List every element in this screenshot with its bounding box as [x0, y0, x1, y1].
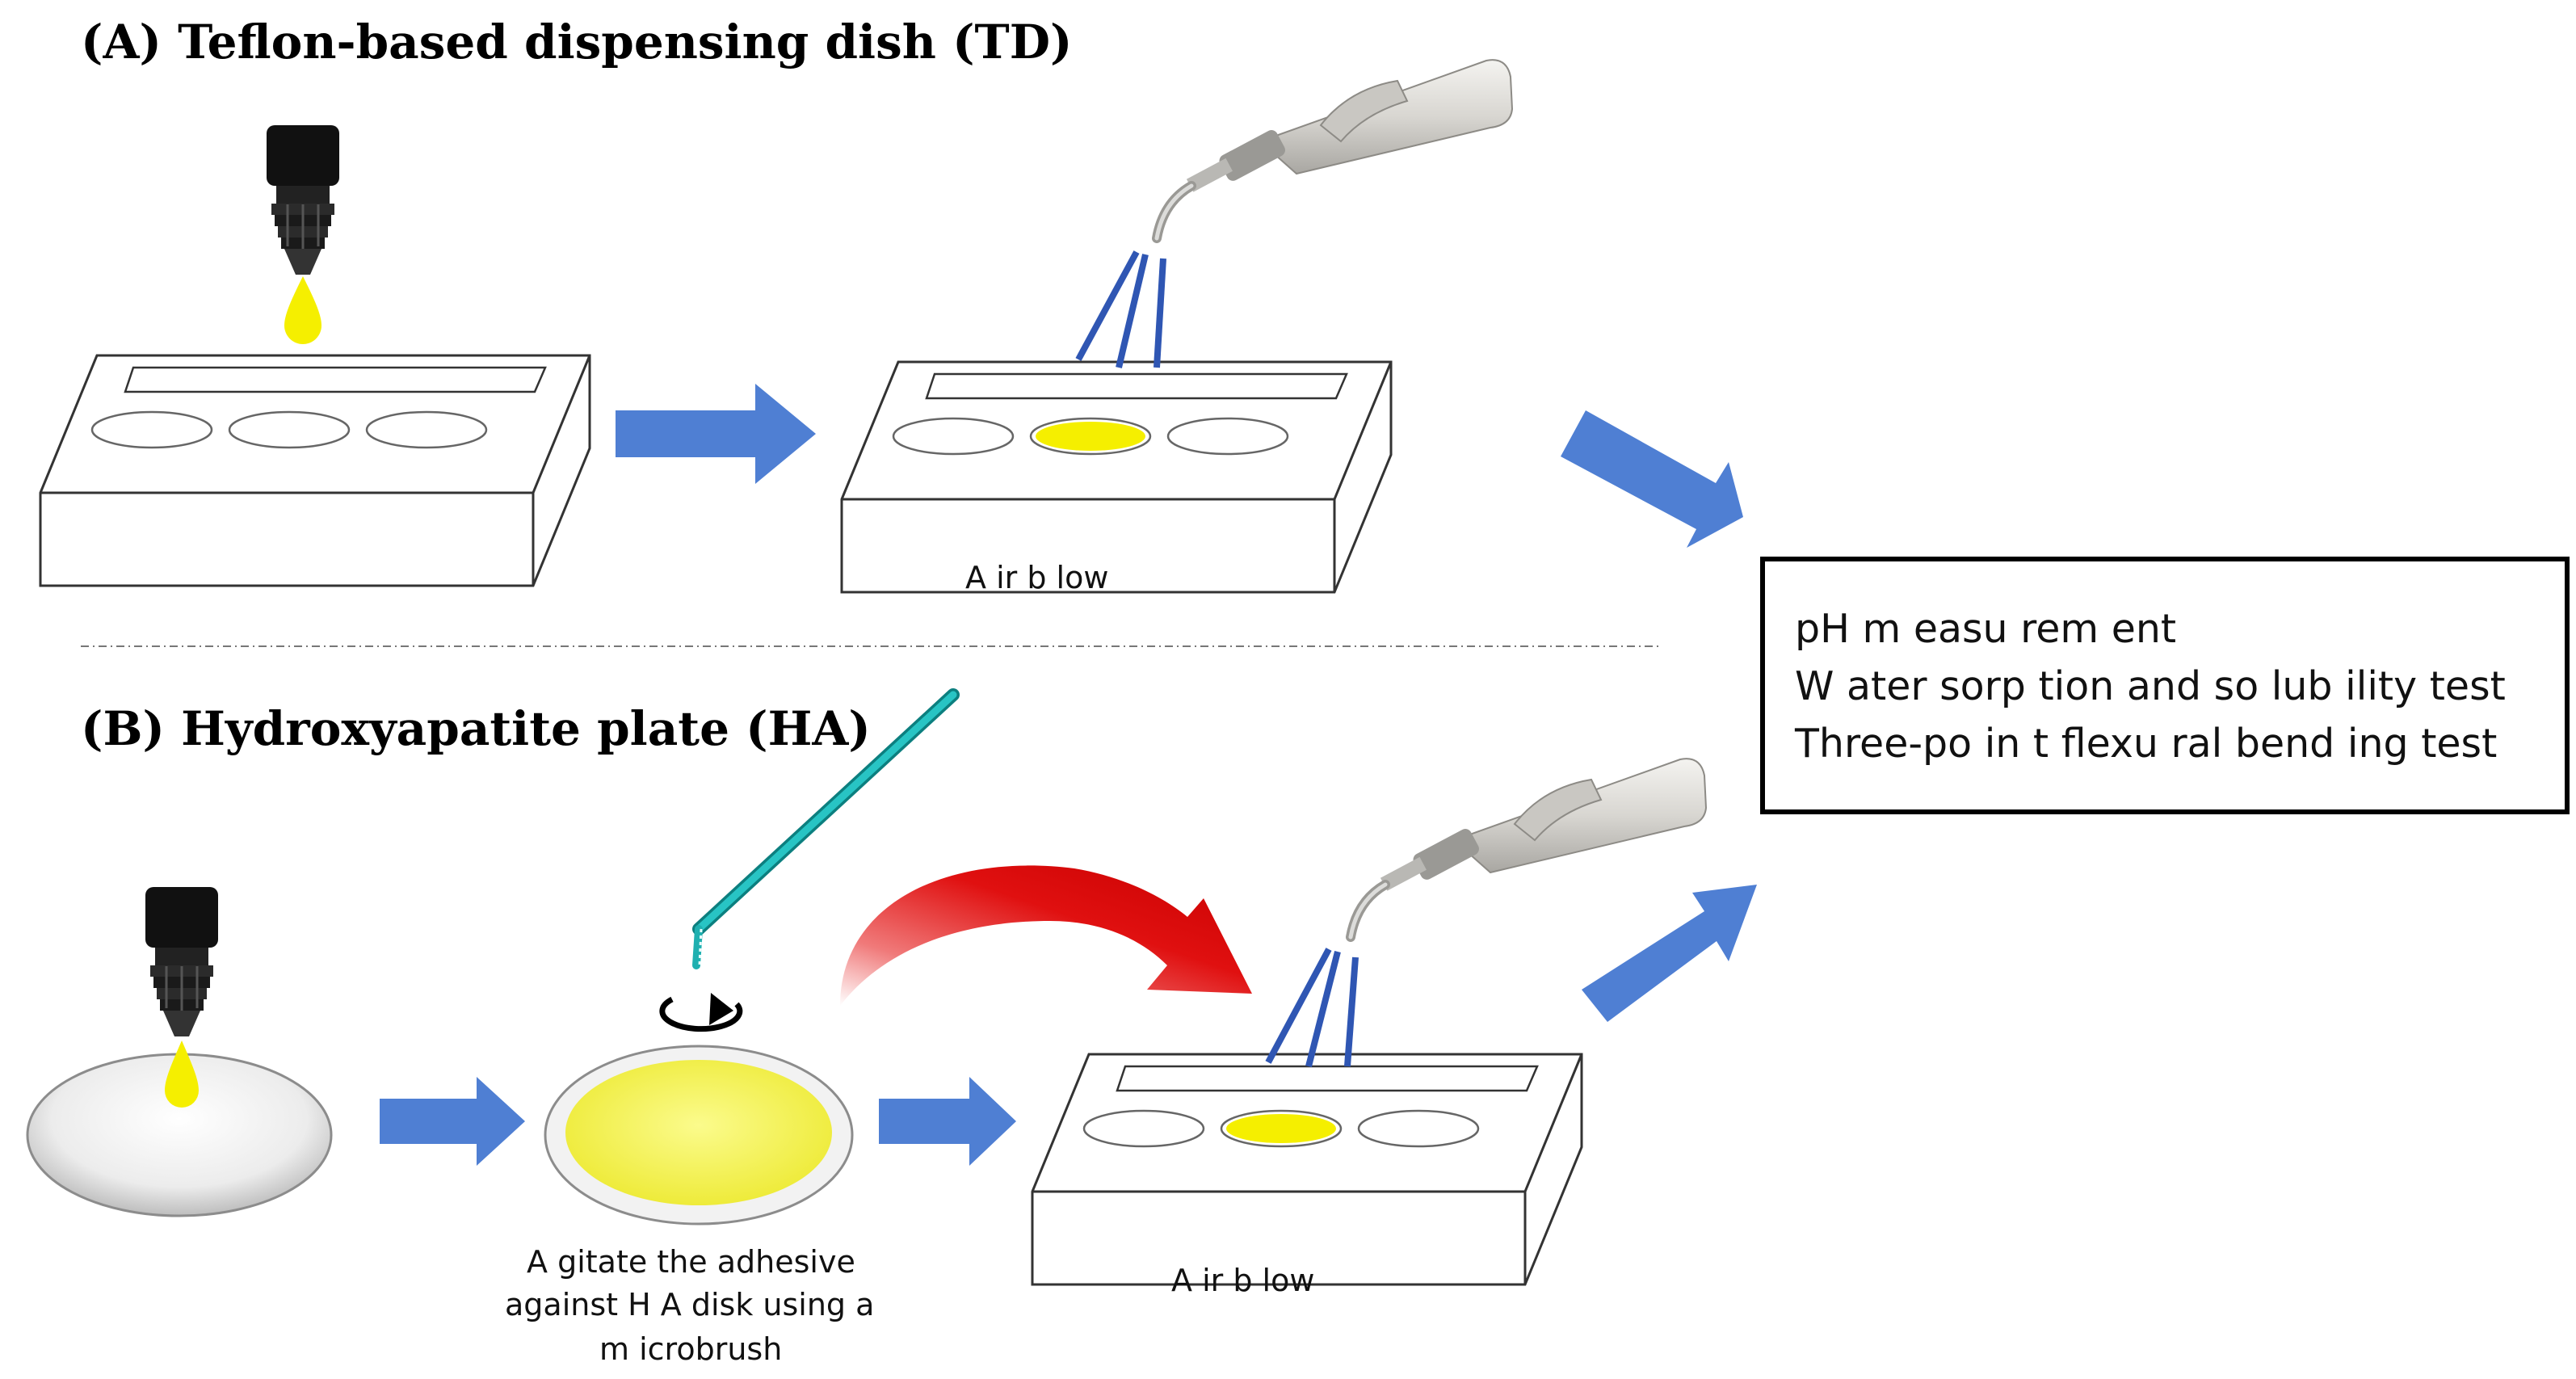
results-box [1760, 557, 2570, 814]
air-water-syringe-icon [1157, 60, 1512, 238]
teflon-dish-b [1031, 1053, 1583, 1286]
section-b-title: (B) Hydroxyapatite plate (HA) [81, 701, 871, 756]
adhesive-pool-b [1226, 1114, 1336, 1143]
air-stream [1075, 250, 1166, 368]
adhesive-drop-b [165, 1041, 199, 1108]
rotation-arrow-icon [662, 993, 740, 1029]
result-water-sorption: W ater sorp tion and so lub ility test [1795, 663, 2506, 709]
microbrush-icon [692, 688, 960, 969]
airblow-caption-b: A ir b low [1171, 1263, 1314, 1298]
flow-arrow-b1 [380, 1077, 525, 1166]
dropper-bottle-icon-b [144, 885, 220, 1038]
agitate-caption-line1: A gitate the adhesive [527, 1244, 855, 1280]
flow-arrow-b2 [879, 1077, 1016, 1166]
teflon-dish [39, 354, 591, 587]
adhesive-pool [1036, 422, 1145, 451]
result-flexural-test: Three-po in t flexu ral bend ing test [1794, 721, 2497, 767]
air-water-syringe-icon-b [1351, 759, 1706, 937]
agitate-caption-line3: m icrobrush [599, 1331, 782, 1367]
section-a-title: (A) Teflon-based dispensing dish (TD) [81, 15, 1072, 69]
curved-red-arrow [840, 865, 1252, 1006]
flow-arrow [616, 384, 816, 484]
teflon-dish-with-adhesive [840, 360, 1393, 594]
air-stream-b [1265, 948, 1359, 1067]
adhesive-drop [284, 276, 321, 344]
agitate-caption-line2: against H A disk using a [505, 1287, 874, 1322]
airblow-caption-a: A ir b low [965, 560, 1108, 595]
dropper-bottle-icon [265, 124, 341, 276]
flow-arrow-to-results-a [1561, 410, 1743, 548]
flow-arrow-to-results-b [1582, 885, 1757, 1022]
result-ph-measurement: pH m easu rem ent [1795, 606, 2176, 652]
adhesive-layer [565, 1060, 832, 1205]
